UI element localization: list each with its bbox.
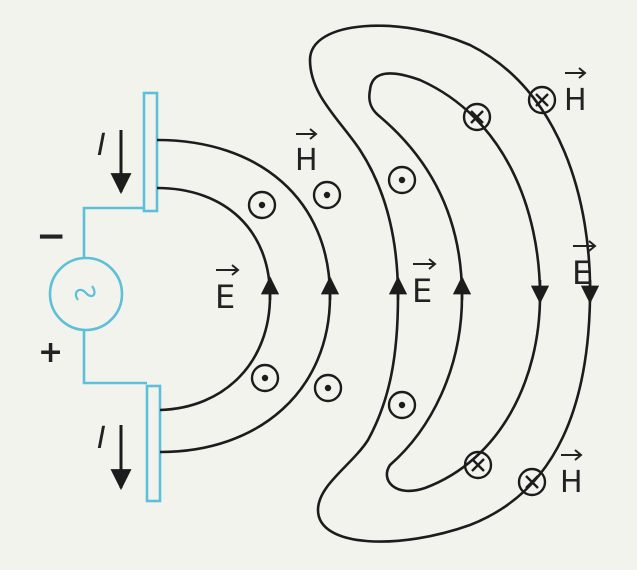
vector-arrow-icon <box>573 240 597 252</box>
inner-detached-loop <box>367 72 542 493</box>
lower-feed-wire <box>82 331 147 385</box>
dipole-antenna <box>48 91 162 503</box>
dot-circle-icon <box>250 363 280 393</box>
text-labels: I I − + E E E H H H <box>36 67 597 500</box>
dot-circle-icon <box>313 373 343 403</box>
cross-circle-icon <box>462 102 492 132</box>
detached-field-loops <box>308 24 592 543</box>
dot-circle-icon <box>387 165 417 195</box>
e-label-2: E <box>412 272 432 310</box>
vector-arrow-icon <box>296 128 318 140</box>
h-into-page-markers <box>462 85 557 497</box>
dot-circle-icon <box>387 390 417 420</box>
upper-antenna-rod <box>142 91 159 213</box>
current-label-top: I <box>97 128 106 163</box>
ac-source-circle <box>48 256 124 332</box>
h-label-2: H <box>564 83 587 118</box>
current-label-bottom: I <box>97 421 106 456</box>
vector-arrow-icon <box>561 449 583 461</box>
lower-antenna-rod <box>145 384 162 503</box>
cross-circle-icon <box>517 467 547 497</box>
dot-circle-icon <box>312 180 342 210</box>
inner-field-lines <box>156 138 332 454</box>
h-label-3: H <box>560 465 583 500</box>
e-label-1: E <box>215 278 235 316</box>
plus-sign: + <box>38 335 63 370</box>
upper-feed-wire <box>82 206 144 258</box>
dot-circle-icon <box>247 190 277 220</box>
h-label-1: H <box>295 143 318 178</box>
vector-arrow-icon <box>216 264 240 276</box>
ac-source-symbol-icon <box>74 285 96 301</box>
outer-detached-loop <box>308 24 592 543</box>
outer-semicircle-line <box>156 138 332 454</box>
e-label-3: E <box>572 254 592 292</box>
e-field-direction-arrows <box>260 276 600 304</box>
vector-arrow-icon <box>565 67 587 79</box>
minus-sign: − <box>36 216 66 257</box>
vector-arrow-icon <box>413 258 437 270</box>
